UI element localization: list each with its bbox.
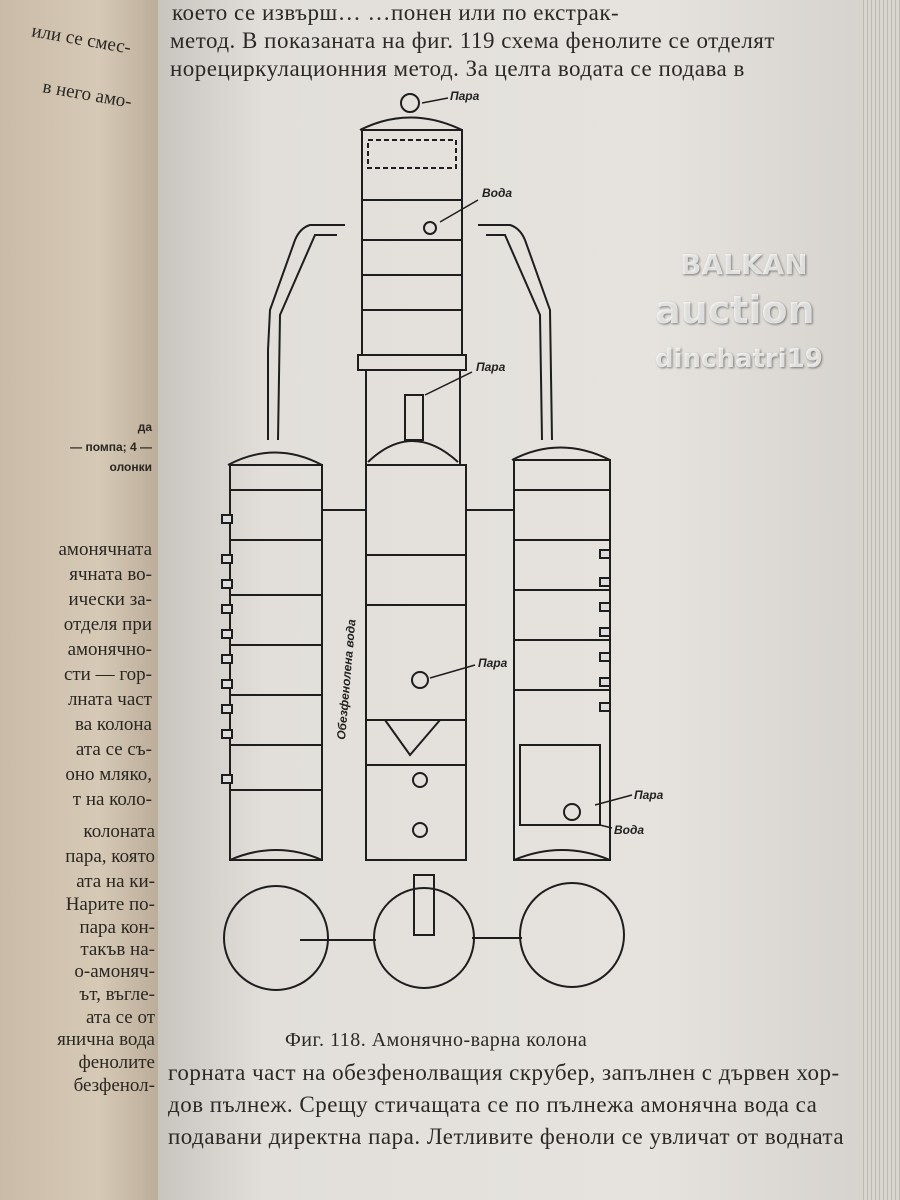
text-line: норециркулационния метод. За целта водат… (170, 56, 745, 81)
left-page-text: или се смес-в него амо-да— помпа; 4 —оло… (0, 0, 160, 1200)
text-line: което се извърш… …понен или по екстрак- (172, 0, 620, 25)
text-line: т на коло- (72, 789, 152, 810)
text-line: безфенол- (73, 1075, 155, 1096)
watermark-line: auction (655, 288, 815, 332)
right-page (158, 0, 863, 1200)
page-stack-edge (860, 0, 900, 1200)
text-line: о-амоняч- (74, 961, 155, 982)
text-line: отделя при (63, 614, 152, 635)
text-line: амонячната (58, 539, 153, 560)
text-line: олонки (109, 460, 152, 474)
text-line: ически за- (68, 589, 152, 610)
text-line: сти — гор- (63, 664, 152, 685)
figure-caption: Фиг. 118. Амонячно-варна колона (285, 1029, 588, 1051)
text-line: пара кон- (79, 917, 155, 938)
label-steam-top: Пара (450, 89, 480, 103)
text-line: оно мляко, (65, 764, 152, 785)
text-line: — помпа; 4 — (70, 440, 152, 454)
text-line: пара, която (65, 846, 155, 867)
text-line: янична вода (57, 1029, 155, 1050)
text-line: подавани директна пара. Летливите феноли… (168, 1124, 845, 1149)
text-line: ата на ки- (76, 871, 155, 892)
watermark-line: dinchatri19 (655, 344, 823, 374)
label-steam-lower: Пара (478, 656, 508, 670)
text-line: метод. В показаната на фиг. 119 схема фе… (170, 28, 775, 53)
label-steam-right: Пара (634, 788, 664, 802)
text-line: лната част (67, 689, 152, 710)
text-line: ата се съ- (75, 739, 152, 760)
text-line: ячната во- (69, 564, 152, 585)
watermark-line: BALKAN (680, 248, 808, 281)
text-line: колоната (83, 821, 155, 842)
label-water-right: Вода (614, 823, 644, 837)
text-line: да (137, 420, 152, 434)
text-line: ва колона (74, 714, 152, 735)
left-page (0, 0, 165, 1200)
text-line: фенолите (78, 1052, 155, 1073)
label-steam-mid: Пара (476, 360, 506, 374)
text-line: ата се от (85, 1007, 155, 1028)
text-line: ът, въгле- (79, 984, 155, 1005)
label-water-top: Вода (482, 186, 512, 200)
text-line: Нарите по- (65, 894, 155, 915)
text-line: такъв на- (80, 939, 155, 960)
text-line: горната част на обезфенолващия скрубер, … (168, 1060, 840, 1085)
label-dephenolized-water: Обезфенолена вода (334, 618, 359, 740)
text-line: амонячно- (67, 639, 152, 660)
text-line: дов пълнеж. Срещу стичащата се по пълнеж… (168, 1092, 818, 1117)
